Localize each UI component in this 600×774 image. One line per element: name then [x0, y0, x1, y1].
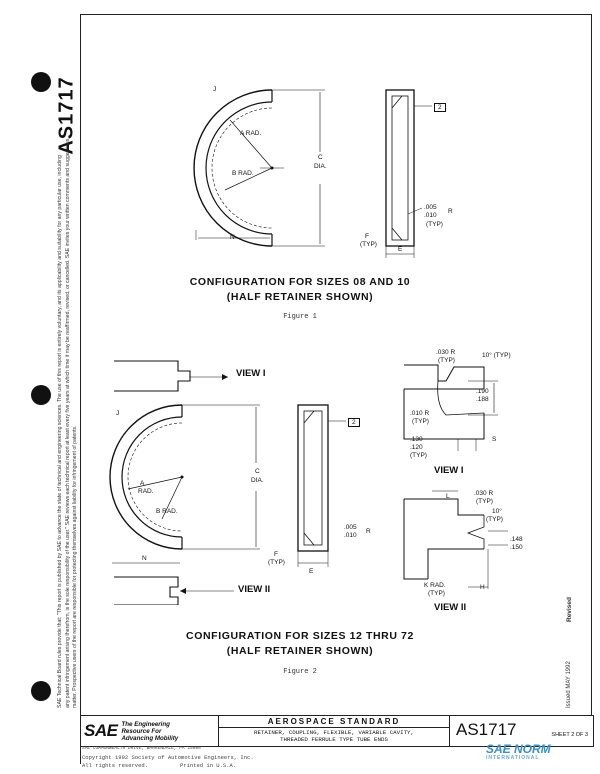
- fig1-label-r2: .010: [424, 212, 437, 219]
- figure1-drawing: [193, 89, 432, 258]
- view2-h: H: [480, 584, 485, 591]
- fig1-label-b-rad: B RAD.: [232, 170, 254, 177]
- sae-logo: SAE: [84, 721, 118, 740]
- figure2-caption-line1: CONFIGURATION FOR SIZES 12 THRU 72: [186, 630, 414, 642]
- title-block-middle: AEROSPACE STANDARD RETAINER, COUPLING, F…: [219, 716, 450, 746]
- fig1-label-f: F: [365, 233, 369, 240]
- fig2-label-callout: 2: [348, 418, 360, 427]
- view2-d150: .150: [510, 544, 523, 551]
- sae-tagline: The Engineering Resource For Advancing M…: [121, 720, 179, 742]
- fig1-label-r1: .005: [424, 204, 437, 211]
- printed-line: Printed in U.S.A.: [180, 762, 237, 769]
- watermark-logo: SAE NORM INTERNATIONAL: [486, 742, 551, 761]
- fig1-label-f-typ: (TYP): [360, 241, 377, 248]
- view2-k-typ: (TYP): [428, 590, 445, 597]
- fig2-label-a: A: [140, 480, 145, 487]
- view1-d120: .120: [410, 444, 423, 451]
- side-notice-text: SAE Technical Board rules provide that: …: [57, 137, 78, 708]
- fig2-label-b-rad: B RAD.: [156, 508, 178, 515]
- fig2-label-c: C: [255, 468, 260, 475]
- title-block-number: AS1717 SHEET 2 OF 3: [450, 716, 593, 746]
- view1-s: S: [492, 436, 497, 443]
- fig2-label-e: E: [309, 568, 314, 575]
- view1-detail-drawing: [403, 364, 498, 451]
- view1-d190: .190: [476, 388, 489, 395]
- view1-d188: .188: [476, 396, 489, 403]
- view1-angle: 10° (TYP): [482, 352, 511, 359]
- view1-r010-typ: (TYP): [412, 418, 429, 425]
- fig2-label-r1: .005: [344, 524, 357, 531]
- fig2-label-r2: .010: [344, 532, 357, 539]
- rights-line: All rights reserved.: [82, 762, 149, 769]
- view1-r030: .030 R: [436, 349, 456, 356]
- fig1-label-e: E: [398, 246, 403, 253]
- fig1-label-typ: (TYP): [426, 221, 443, 228]
- copyright-line: Copyright 1992 Society of Automotive Eng…: [82, 754, 254, 761]
- view2-l: L: [446, 493, 450, 500]
- figure1-caption-line2: (HALF RETAINER SHOWN): [226, 291, 374, 303]
- view1-r030-typ: (TYP): [438, 357, 455, 364]
- sae-address: SAE COMMONWEALTH DRIVE, WARRENDALE, PA 1…: [82, 746, 201, 751]
- figure1-label: Figure 1: [283, 313, 317, 321]
- binder-hole-top: [31, 72, 51, 92]
- view2-title: VIEW II: [434, 602, 467, 613]
- fig2-label-r: R: [366, 528, 371, 535]
- fig2-label-n: N: [142, 555, 147, 562]
- view2-r030: .030 R: [474, 490, 494, 497]
- view2-detail-drawing: [403, 490, 508, 589]
- issued-note: Issued MAY 1992: [566, 661, 572, 708]
- view1-title: VIEW I: [434, 465, 464, 476]
- fig2-label-f-typ: (TYP): [268, 559, 285, 566]
- binder-hole-bottom: [31, 681, 51, 701]
- title-block: SAE The Engineering Resource For Advanci…: [80, 715, 594, 747]
- figure2-caption-line2: (HALF RETAINER SHOWN): [226, 645, 374, 657]
- document-title: RETAINER, COUPLING, FLEXIBLE, VARIABLE C…: [253, 729, 415, 743]
- revised-note: Revised: [566, 597, 573, 622]
- view1-r010: .010 R: [410, 410, 430, 417]
- fig2-label-j: J: [116, 410, 120, 417]
- binder-hole-middle: [31, 385, 51, 405]
- view2-d148: .148: [510, 536, 523, 543]
- fig1-label-a-rad: A RAD.: [240, 130, 262, 137]
- fig1-label-n: N: [230, 234, 235, 241]
- view2-pointer-label: VIEW II: [238, 584, 271, 595]
- view1-pointer-label: VIEW I: [236, 368, 266, 379]
- fig2-label-dia: DIA.: [251, 477, 264, 484]
- fig1-label-dia: DIA.: [314, 163, 327, 170]
- document-number: AS1717: [456, 720, 517, 739]
- figure2-label: Figure 2: [283, 668, 317, 676]
- view2-angle: 10°: [492, 508, 502, 515]
- standard-type: AEROSPACE STANDARD: [219, 716, 449, 728]
- view1-typ3: (TYP): [410, 452, 427, 459]
- view1-d130: .130: [410, 436, 423, 443]
- view2-k-rad: K RAD.: [424, 582, 446, 589]
- fig1-label-callout: 2: [434, 103, 446, 112]
- figure1-caption-line1: CONFIGURATION FOR SIZES 08 AND 10: [189, 276, 411, 288]
- sae-logo-block: SAE The Engineering Resource For Advanci…: [81, 716, 219, 746]
- fig1-label-r: R: [448, 208, 453, 215]
- sheet-number: SHEET 2 OF 3: [551, 732, 588, 738]
- fig2-label-a-rad: RAD.: [138, 488, 154, 495]
- view2-r030-typ: (TYP): [476, 498, 493, 505]
- fig1-label-c: C: [318, 154, 323, 161]
- fig2-label-f: F: [274, 551, 278, 558]
- fig1-label-j: J: [213, 86, 217, 93]
- figure2-drawing: [109, 360, 346, 605]
- view2-angle-typ: (TYP): [486, 516, 503, 523]
